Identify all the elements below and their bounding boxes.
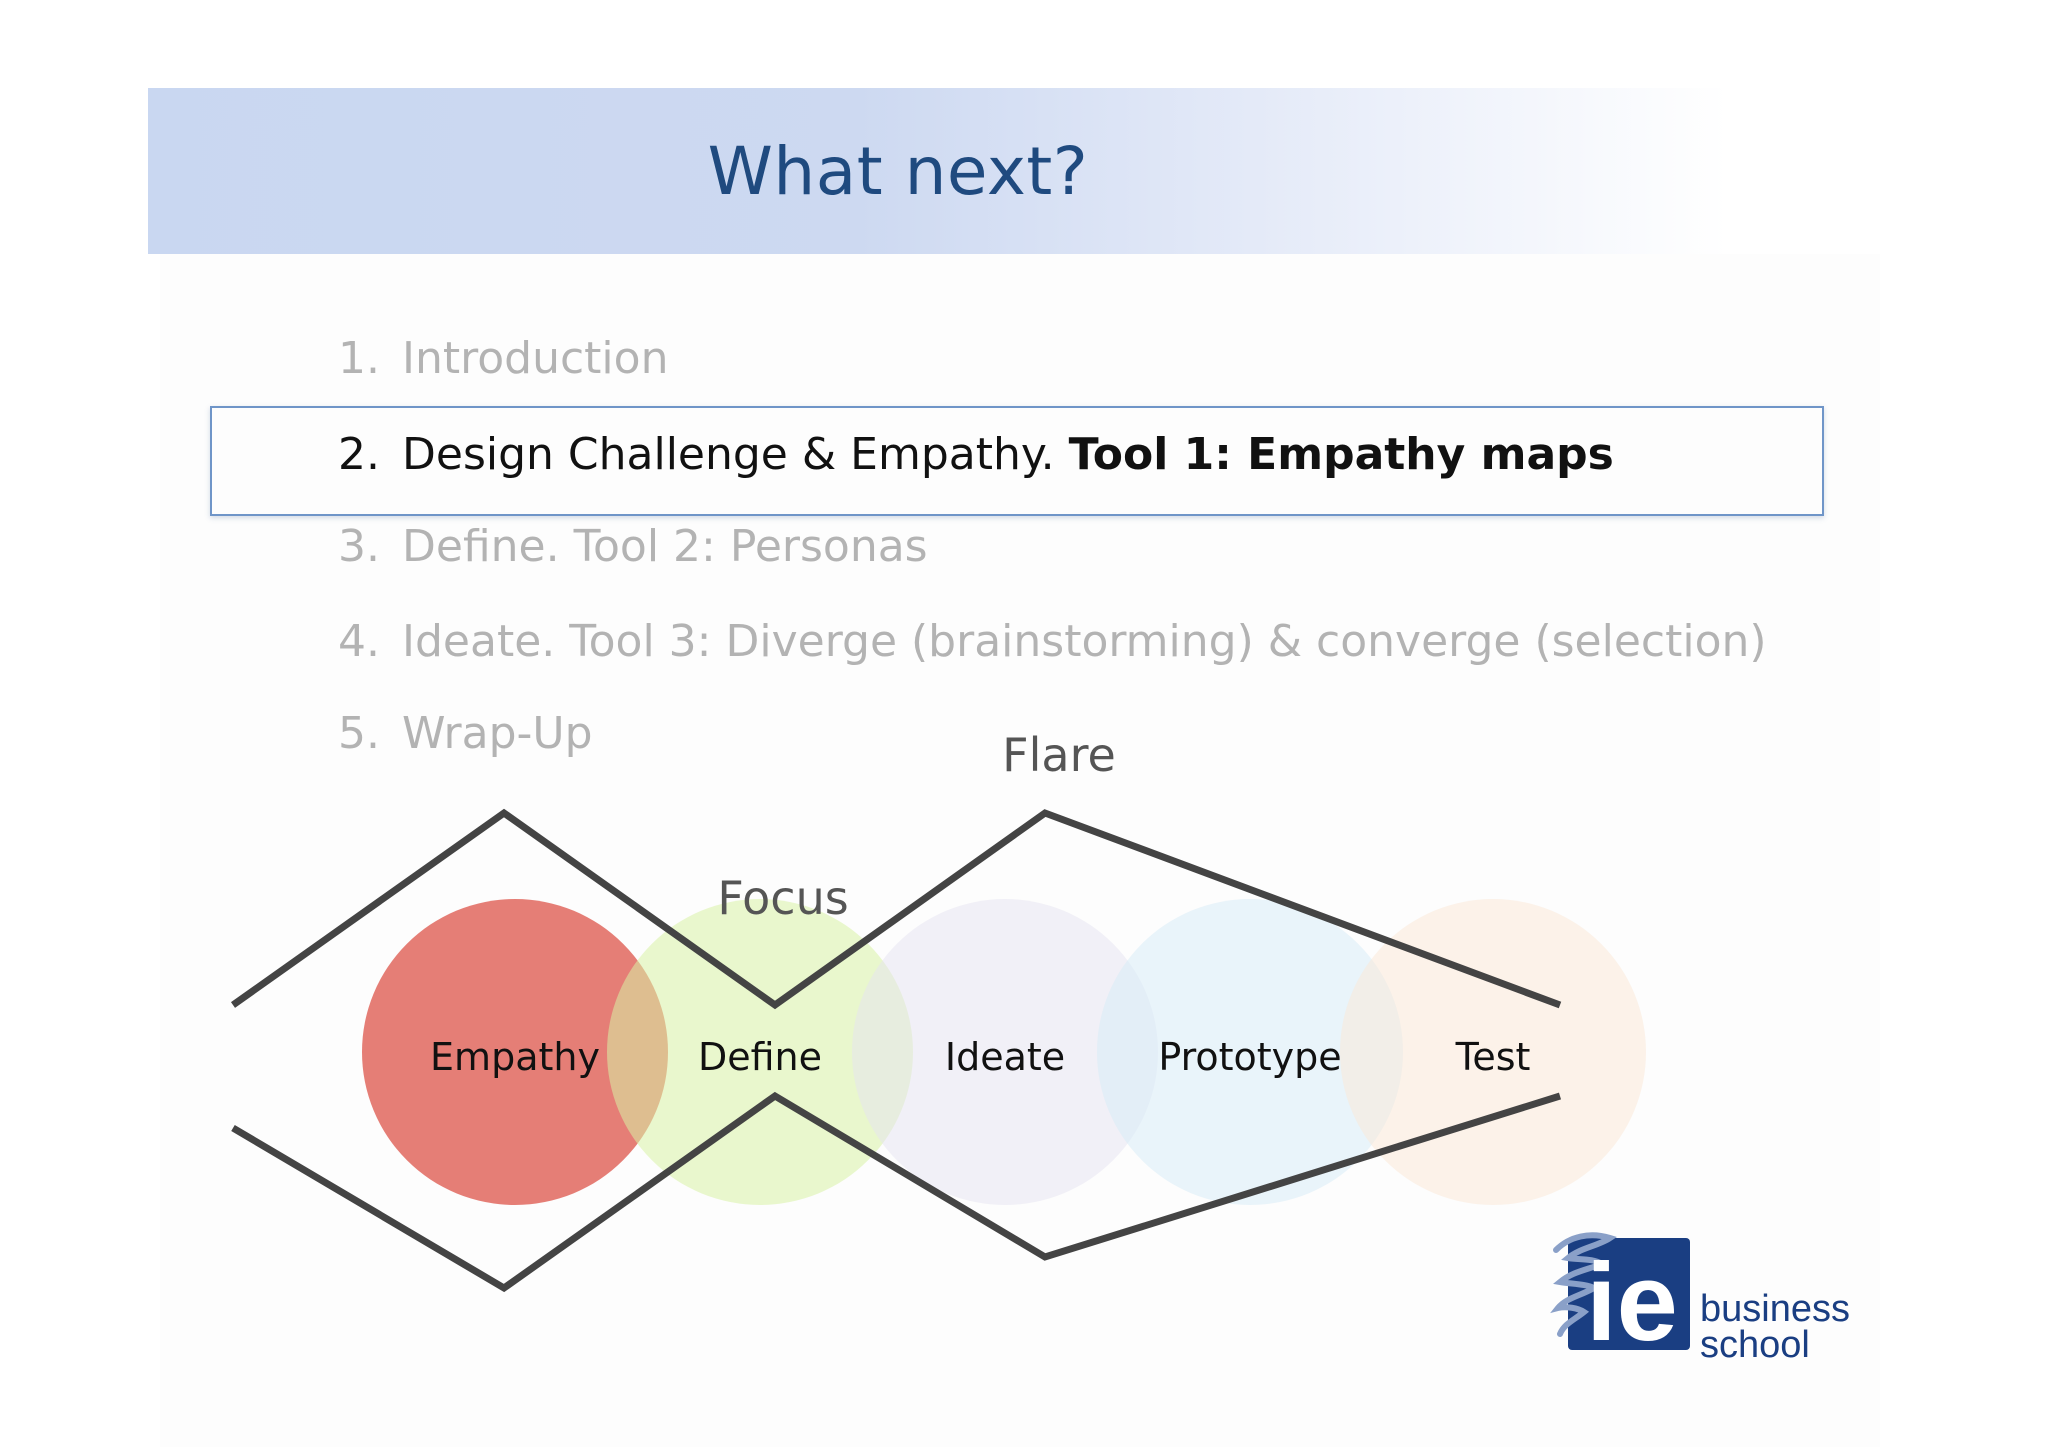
agenda-item-text: Introduction (402, 333, 669, 384)
active-agenda-highlight (210, 406, 1824, 516)
phase-label-test: Test (1455, 1035, 1531, 1079)
agenda-item-define: 3. Define. Tool 2: Personas (338, 522, 928, 572)
phase-circle-empathy (362, 899, 668, 1205)
agenda-item-wrap-up: 5. Wrap-Up (338, 709, 593, 759)
agenda-item-number: 3. (338, 521, 380, 572)
upper-zigzag-line (230, 808, 1562, 1010)
ie-business-school-logo: ie business school (1550, 1228, 1870, 1364)
agenda-item-number: 4. (338, 616, 380, 667)
phase-circle-prototype (1097, 899, 1403, 1205)
agenda-item-number: 2. (338, 429, 380, 480)
ie-logo-mark: ie (1550, 1232, 1690, 1364)
agenda-item-introduction: 1. Introduction (338, 334, 668, 384)
agenda-item-number: 1. (338, 333, 380, 384)
agenda-item-text: Design Challenge & Empathy. (402, 429, 1069, 480)
title-band (148, 88, 1728, 254)
flare-label: Flare (1002, 728, 1116, 782)
agenda-item-ideate: 4. Ideate. Tool 3: Diverge (brainstorming… (338, 617, 1767, 667)
agenda-item-design-challenge: 2. Design Challenge & Empathy. Tool 1: Em… (338, 430, 1614, 480)
logo-text-business: business (1700, 1288, 1850, 1330)
phase-label-prototype: Prototype (1158, 1035, 1341, 1079)
slide-title: What next? (707, 132, 1089, 210)
agenda-item-text: Ideate. Tool 3: Diverge (brainstorming) … (402, 616, 1767, 667)
agenda-item-tool: Tool 1: Empathy maps (1068, 429, 1614, 480)
phase-circle-define (607, 899, 913, 1205)
phase-circle-ideate (852, 899, 1158, 1205)
phase-label-empathy: Empathy (430, 1035, 600, 1079)
phase-circle-test (1340, 899, 1646, 1205)
agenda-item-number: 5. (338, 708, 380, 759)
ie-logo-letters: ie (1586, 1241, 1678, 1360)
phase-label-define: Define (698, 1035, 822, 1079)
logo-text-school: school (1700, 1324, 1810, 1366)
phase-label-ideate: Ideate (945, 1035, 1065, 1079)
agenda-item-text: Wrap-Up (402, 708, 593, 759)
focus-label: Focus (717, 871, 848, 925)
agenda-item-text: Define. Tool 2: Personas (402, 521, 928, 572)
lower-zigzag-line (231, 1091, 1562, 1293)
